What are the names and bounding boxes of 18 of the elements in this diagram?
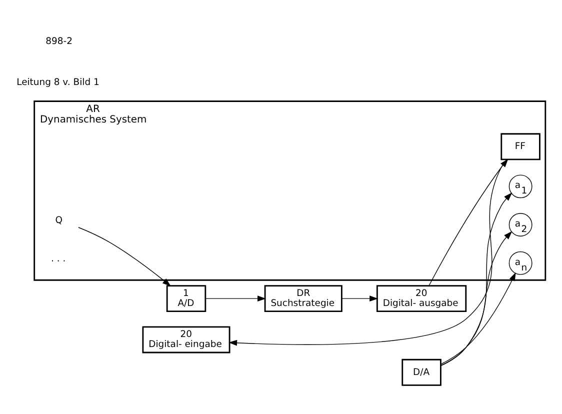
arrow [205, 296, 266, 302]
arrow [78, 227, 171, 286]
node-box: DR Suchstrategie [264, 285, 342, 312]
node-box: 20 Digital- ausgabe [376, 285, 467, 312]
arrow [228, 159, 507, 346]
arrow [440, 231, 512, 366]
node-box: FF [500, 133, 540, 160]
label: · · · [51, 256, 66, 268]
arrow [428, 158, 508, 286]
arrow [440, 272, 516, 365]
node-text: Q [55, 214, 63, 226]
arrow [440, 192, 512, 366]
label: 898-2 [46, 36, 72, 48]
arrow [342, 296, 378, 302]
node-box: 20 Digital- eingabe [142, 326, 230, 354]
node-box: D/A [402, 358, 442, 386]
label: Leitung 8 v. Bild 1 [16, 77, 100, 88]
node-box: 1 A/D [166, 285, 206, 312]
